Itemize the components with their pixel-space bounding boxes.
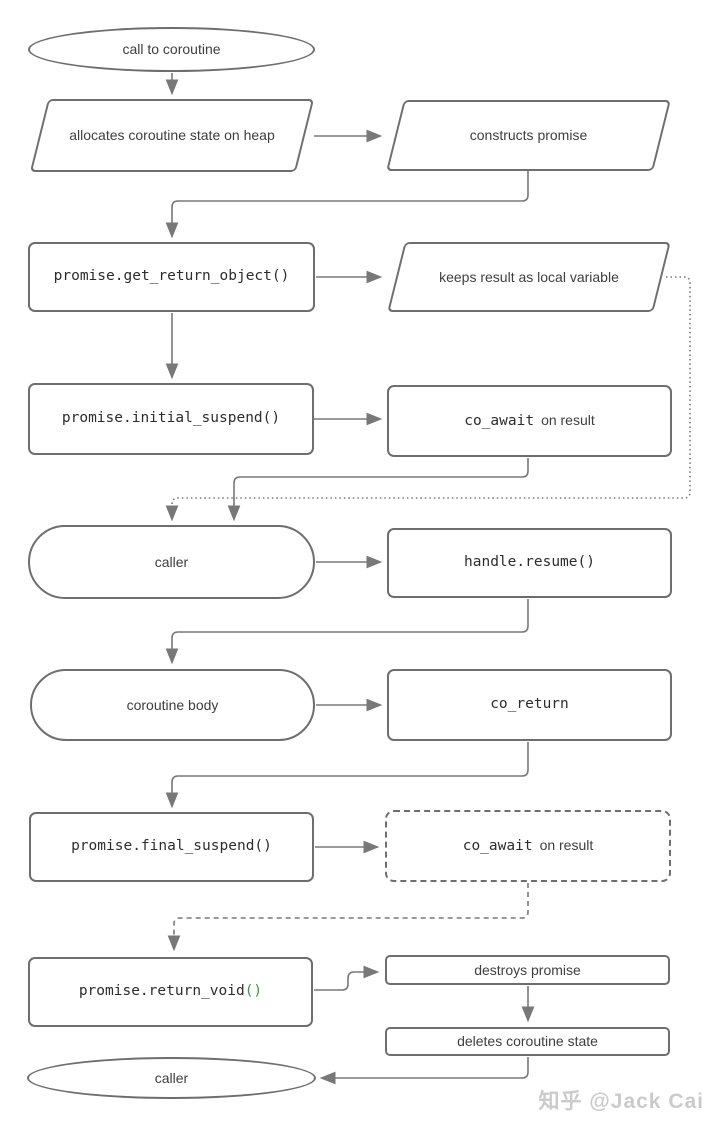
node-label: destroys promise (474, 961, 581, 978)
node-label: caller (154, 1069, 189, 1086)
edge-coawait-to-caller (227, 458, 529, 522)
node-constructs-promise: constructs promise (386, 100, 671, 171)
edge-constructs-to-get-return (165, 171, 529, 239)
node-keeps-result-local-variable: keeps result as local variable (387, 242, 671, 312)
node-label: keeps result as local variable (439, 268, 619, 285)
node-label: coroutine body (126, 696, 219, 713)
node-label: call to coroutine (122, 41, 221, 58)
edge-deletes-to-caller-end (319, 1057, 529, 1085)
node-label: constructs promise (469, 127, 588, 144)
node-label: allocates coroutine state on heap (69, 127, 275, 144)
node-co-return: co_return (387, 669, 672, 741)
edge-keeps-to-caller-dotted (165, 276, 691, 522)
node-label: promise.return_void() (78, 983, 263, 1000)
edge-co-return-to-final (165, 742, 529, 809)
node-coroutine-body: coroutine body (30, 669, 315, 741)
node-allocates-coroutine-state: allocates coroutine state on heap (29, 99, 315, 172)
node-label: promise.initial_suspend() (61, 410, 281, 427)
edge-coawait-to-return-void-dashed (167, 883, 529, 952)
node-call-to-coroutine: call to coroutine (28, 27, 315, 72)
node-promise-initial-suspend: promise.initial_suspend() (28, 383, 314, 455)
node-label: handle.resume() (464, 554, 595, 571)
node-promise-final-suspend: promise.final_suspend() (29, 812, 314, 882)
node-label: promise.get_return_object() (53, 268, 290, 285)
node-handle-resume: handle.resume() (387, 528, 672, 598)
node-label: deletes coroutine state (457, 1033, 598, 1050)
node-destroys-promise: destroys promise (385, 955, 670, 985)
node-label: promise.final_suspend() (71, 838, 272, 855)
edge-return-void-to-destroys (314, 965, 380, 991)
node-deletes-coroutine-state: deletes coroutine state (385, 1027, 670, 1056)
node-label: caller (154, 553, 189, 570)
edge-handle-resume-to-body (165, 599, 529, 665)
node-promise-get-return-object: promise.get_return_object() (28, 242, 315, 312)
watermark-zhihu-jack-cai: 知乎 @Jack Cai (538, 1090, 704, 1113)
node-promise-return-void: promise.return_void() (28, 957, 313, 1027)
node-caller: caller (28, 525, 315, 599)
green-parens: () (244, 983, 263, 1000)
node-caller-end: caller (27, 1057, 316, 1099)
node-label: co_return (490, 696, 569, 713)
